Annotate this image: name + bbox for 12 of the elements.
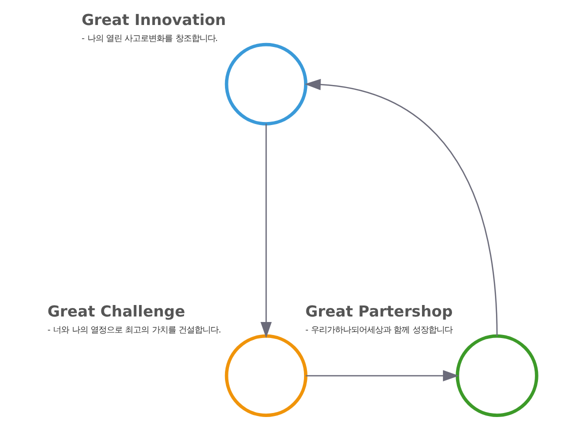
- arrow: [304, 78, 498, 336]
- arrow: [305, 370, 458, 382]
- arrow: [260, 124, 272, 338]
- node-circle: [455, 334, 538, 417]
- node-circle: [224, 334, 307, 417]
- node-label: - 나의 열린 사고로변화를 창조합니다.: [81, 32, 218, 43]
- node-label: Great Partershop: [304, 302, 452, 321]
- node-label: - 너와 나의 열정으로 최고의 가치를 건설합니다.: [46, 324, 221, 334]
- node-label: Great Innovation: [81, 11, 226, 30]
- node-label: Great Challenge: [46, 302, 185, 321]
- node-circle: [224, 42, 307, 126]
- node-label: - 우리가하나되어세상과 함께 성장합니다: [304, 324, 452, 334]
